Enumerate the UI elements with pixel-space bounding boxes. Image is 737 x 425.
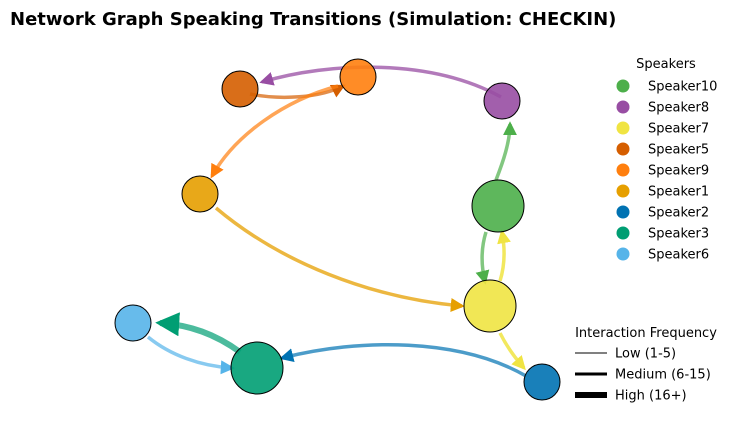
legend-label-speaker7: Speaker7 — [648, 122, 709, 137]
node-speaker7[interactable] — [463, 279, 517, 333]
edge-speaker8-to-speaker5 — [259, 65, 502, 99]
legend-marker-speaker1 — [616, 184, 630, 198]
node-speaker10[interactable] — [471, 179, 525, 233]
frequency-label-high: High (16+) — [615, 389, 687, 404]
edge-speaker7-to-speaker10 — [497, 229, 511, 282]
node-speaker5[interactable] — [221, 70, 259, 108]
speakers-legend-title: Speakers — [636, 57, 696, 72]
legend-marker-speaker6 — [616, 247, 630, 261]
edge-speaker9-to-speaker1 — [210, 84, 339, 179]
nodes — [114, 58, 561, 401]
legend-marker-speaker9 — [616, 163, 630, 177]
legend-label-speaker5: Speaker5 — [648, 143, 709, 158]
legend-label-speaker6: Speaker6 — [648, 248, 709, 263]
frequency-label-low: Low (1-5) — [615, 347, 676, 362]
node-speaker2[interactable] — [523, 363, 561, 401]
frequency-legend-title: Interaction Frequency — [575, 326, 717, 341]
legend-marker-speaker7 — [616, 121, 630, 135]
legend-marker-speaker8 — [616, 100, 630, 114]
legend-marker-speaker3 — [616, 226, 630, 240]
legend-marker-speaker5 — [616, 142, 630, 156]
node-speaker9[interactable] — [339, 58, 377, 96]
legend-label-speaker8: Speaker8 — [648, 101, 709, 116]
edge-speaker5-to-speaker9 — [249, 84, 346, 99]
node-speaker3[interactable] — [230, 341, 284, 395]
frequency-legend-items: Low (1-5) Medium (6-15) High (16+) — [575, 347, 711, 404]
edge-speaker7-to-speaker2 — [498, 332, 526, 371]
speakers-legend-items: Speaker10Speaker8Speaker7Speaker5Speaker… — [616, 79, 717, 263]
edge-speaker10-to-speaker8 — [494, 121, 517, 181]
frequency-legend: Interaction Frequency Low (1-5) Medium (6… — [575, 326, 717, 404]
legend-label-speaker1: Speaker1 — [648, 185, 709, 200]
edge-speaker6-to-speaker3 — [146, 335, 235, 375]
legend-label-speaker10: Speaker10 — [648, 80, 717, 95]
node-speaker8[interactable] — [483, 82, 521, 120]
legend-marker-speaker10 — [616, 79, 630, 93]
edge-speaker2-to-speaker3 — [279, 342, 527, 378]
edge-speaker10-to-speaker7 — [475, 231, 490, 285]
legend-label-speaker2: Speaker2 — [648, 206, 709, 221]
edges — [146, 65, 527, 378]
legend-marker-speaker2 — [616, 205, 630, 219]
legend-label-speaker9: Speaker9 — [648, 164, 709, 179]
edge-speaker1-to-speaker7 — [214, 206, 465, 312]
edge-speaker3-to-speaker6 — [155, 312, 242, 355]
frequency-label-medium: Medium (6-15) — [615, 368, 711, 383]
speakers-legend: Speakers Speaker10Speaker8Speaker7Speake… — [616, 57, 717, 263]
chart-title: Network Graph Speaking Transitions (Simu… — [10, 9, 616, 30]
legend-label-speaker3: Speaker3 — [648, 227, 709, 242]
node-speaker6[interactable] — [114, 304, 152, 342]
node-speaker1[interactable] — [181, 175, 219, 213]
